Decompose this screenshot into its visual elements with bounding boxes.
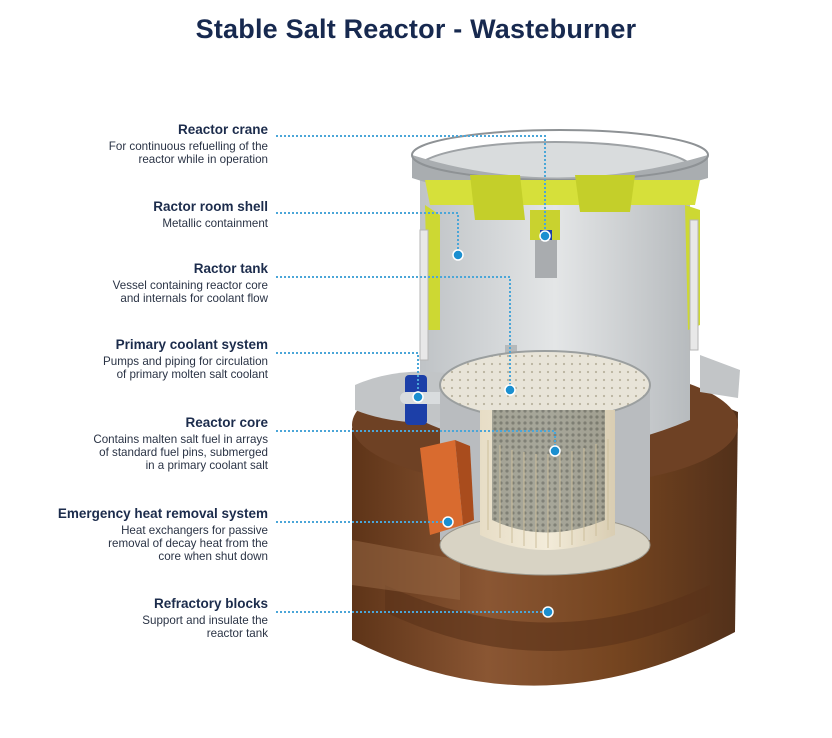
label-description: Heat exchangers for passive removal of d… [108,524,268,563]
callout-lines [276,135,556,613]
label-description: Contains malten salt fuel in arrays of s… [93,433,268,472]
callout-dots [412,230,561,618]
label-title: Reactor crane [177,122,268,137]
label-reactor-tank: Ractor tank Vessel containing reactor co… [113,261,268,305]
label-title: Ractor room shell [153,199,268,214]
label-title: Refractory blocks [153,596,268,611]
support-struts [419,219,699,361]
label-refractory-blocks: Refractory blocks Support and insulate t… [142,596,268,640]
label-title: Reactor core [185,415,268,430]
label-description: Support and insulate the reactor tank [142,614,268,640]
label-description: Vessel containing reactor core and inter… [112,279,268,305]
label-title: Primary coolant system [115,337,268,352]
label-description: For continuous refuelling of the reactor… [108,140,268,166]
label-description: Pumps and piping for circulation of prim… [103,355,268,381]
reactor-core [480,410,615,550]
diagram-title: Stable Salt Reactor - Wasteburner [195,14,637,44]
label-room-shell: Ractor room shell Metallic containment [153,199,268,230]
label-emergency-heat-removal: Emergency heat removal system Heat excha… [58,506,268,563]
label-reactor-crane: Reactor crane For continuous refuelling … [109,122,268,166]
emergency-heat-exchanger [420,440,474,535]
label-primary-coolant: Primary coolant system Pumps and piping … [103,337,268,381]
label-description: Metallic containment [162,217,268,230]
label-reactor-core: Reactor core Contains malten salt fuel i… [93,415,268,472]
label-title: Ractor tank [193,261,268,276]
label-title: Emergency heat removal system [57,506,268,521]
